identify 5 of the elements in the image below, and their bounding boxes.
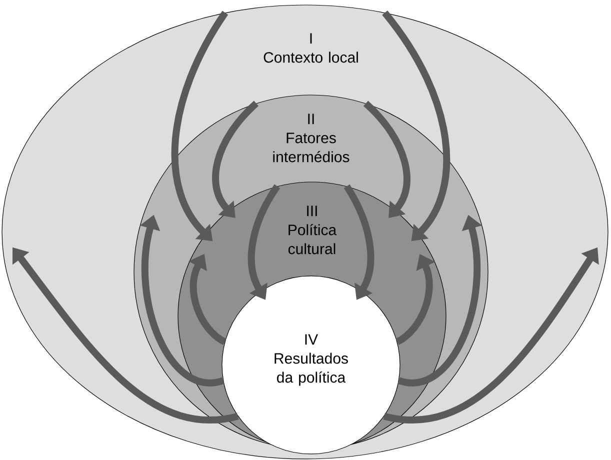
node-label: III Política cultural bbox=[288, 206, 337, 254]
node-label: IV Resultados da política bbox=[274, 334, 348, 386]
node-label: II Fatores intermédios bbox=[273, 114, 350, 162]
curved-arrow bbox=[212, 100, 259, 218]
node-label: I Contexto local bbox=[264, 33, 358, 63]
